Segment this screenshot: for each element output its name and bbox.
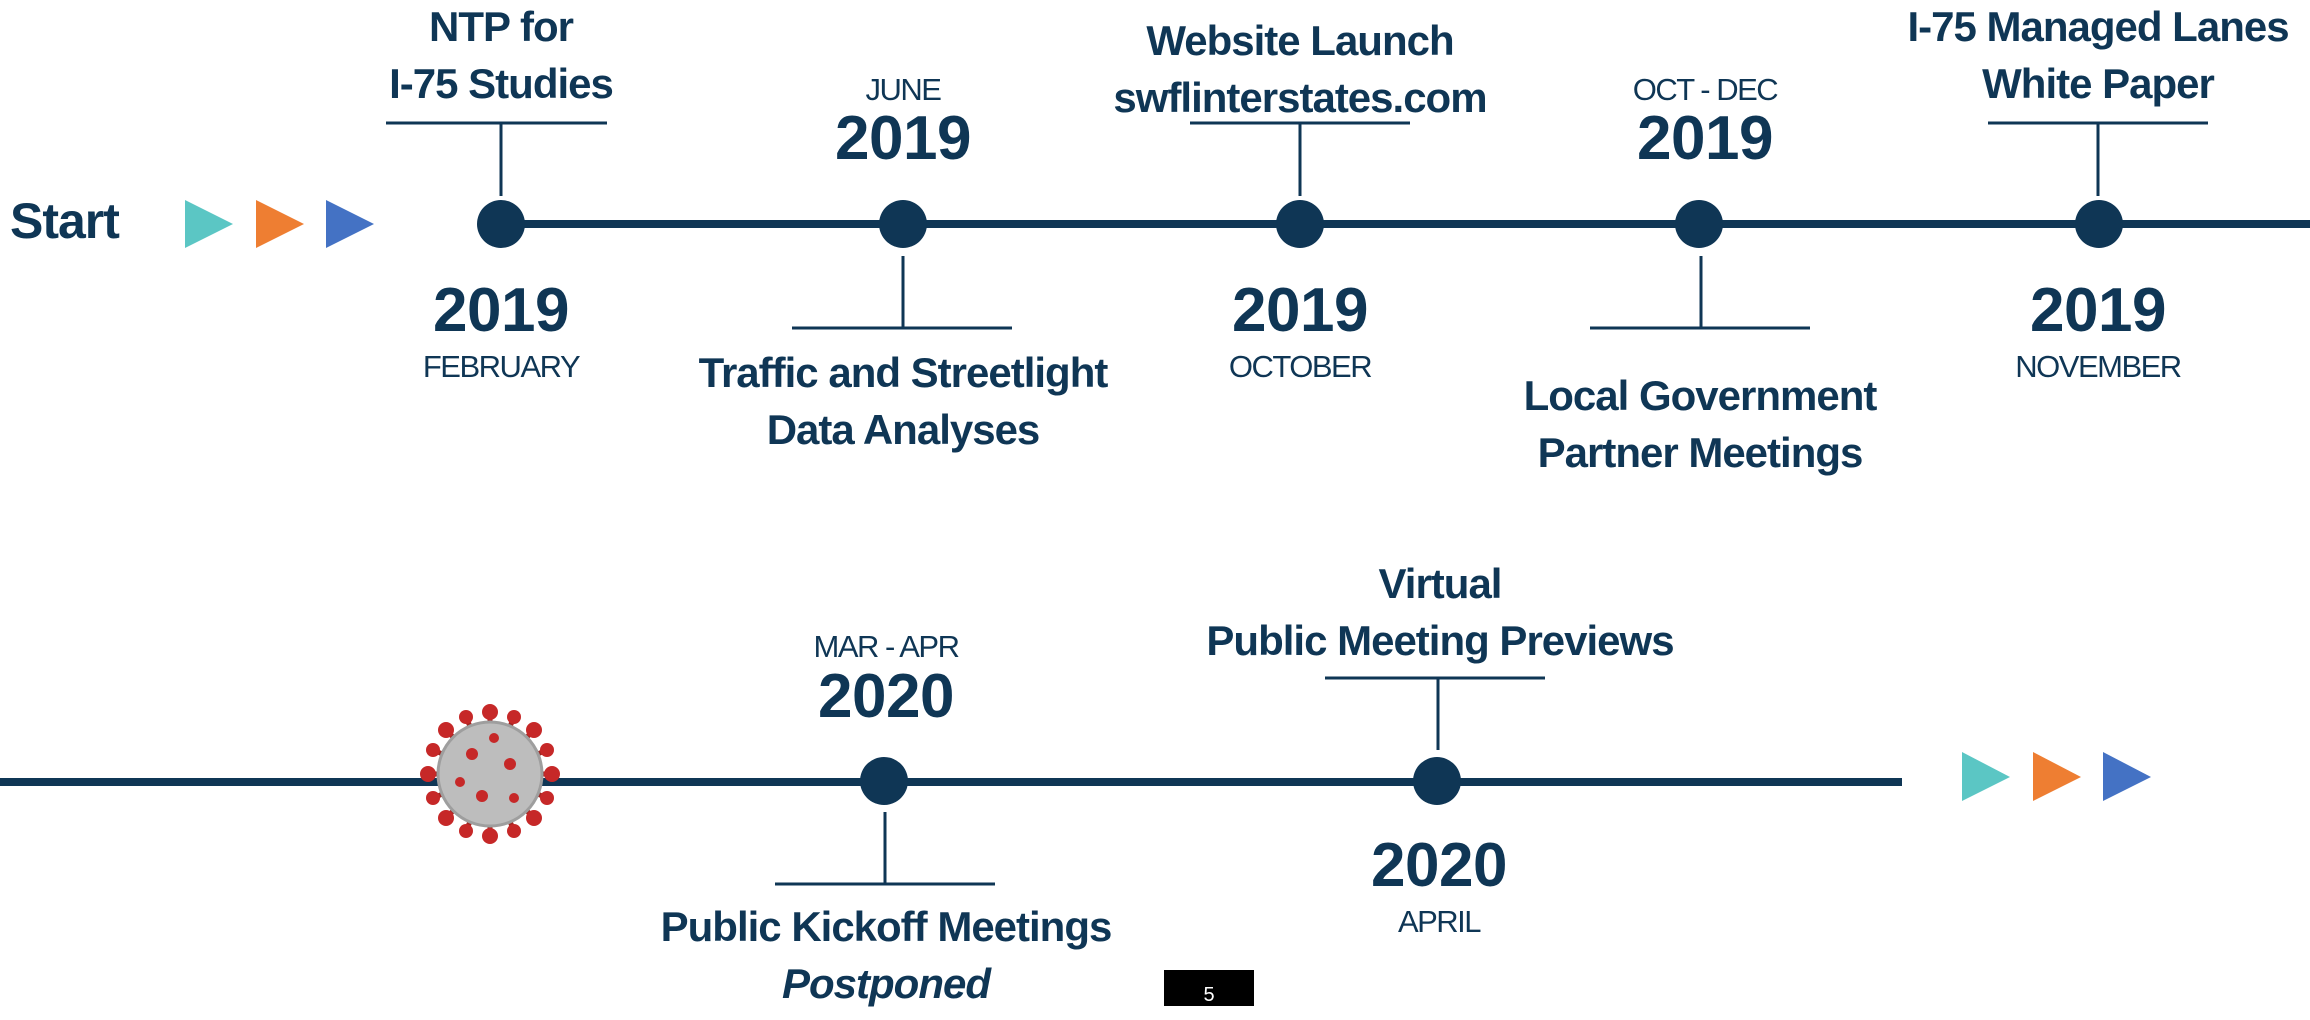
milestone-website-title-line1: Website Launch bbox=[1146, 17, 1454, 64]
milestone-kickoff-title: Public Kickoff Meetings bbox=[660, 903, 1113, 950]
milestone-website-month: OCTOBER bbox=[1228, 349, 1373, 384]
arrow-teal-icon bbox=[185, 200, 233, 248]
milestone-traffic-dot bbox=[879, 200, 927, 248]
milestone-virtual-dot bbox=[1413, 757, 1461, 805]
milestone-traffic-title-line2: Data Analyses bbox=[766, 406, 1041, 453]
milestone-ntp-title-line1: NTP for bbox=[429, 3, 574, 50]
milestone-local-title: Local Government Partner Meetings bbox=[1450, 367, 1950, 481]
milestone-ntp-year: 2019 bbox=[433, 276, 569, 345]
milestone-managed-year: 2019 bbox=[2030, 276, 2166, 345]
milestone-ntp-title-line2: I-75 Studies bbox=[389, 60, 614, 107]
milestone-local-title-line2: Partner Meetings bbox=[1537, 429, 1864, 476]
milestone-traffic-month: JUNE bbox=[865, 72, 942, 107]
coronavirus-icon bbox=[420, 704, 560, 844]
milestone-managed-title-line1: I-75 Managed Lanes bbox=[1907, 3, 2289, 50]
milestone-website-year: 2019 bbox=[1232, 276, 1368, 345]
milestone-kickoff-month: MAR - APR bbox=[813, 629, 960, 664]
milestone-local-month: OCT - DEC bbox=[1632, 72, 1779, 107]
milestone-ntp-title: NTP for I-75 Studies bbox=[351, 0, 651, 112]
milestone-ntp-dot bbox=[477, 200, 525, 248]
milestone-virtual-year: 2020 bbox=[1371, 831, 1507, 900]
arrow-orange-icon bbox=[256, 200, 304, 248]
milestone-managed-dot bbox=[2075, 200, 2123, 248]
arrow-blue-icon bbox=[2103, 752, 2151, 801]
milestone-virtual-title-line2: Public Meeting Previews bbox=[1206, 617, 1674, 664]
arrow-teal-icon bbox=[1962, 752, 2010, 801]
milestone-virtual-month: APRIL bbox=[1397, 904, 1482, 939]
milestone-virtual-title: Virtual Public Meeting Previews bbox=[1190, 555, 1690, 669]
milestone-kickoff-status: Postponed bbox=[782, 960, 991, 1007]
milestone-virtual-title-line1: Virtual bbox=[1378, 560, 1503, 607]
milestone-local-title-line1: Local Government bbox=[1523, 372, 1878, 419]
milestone-website-dot bbox=[1276, 200, 1324, 248]
milestone-traffic-title-line1: Traffic and Streetlight bbox=[698, 349, 1109, 396]
milestone-ntp-month: FEBRUARY bbox=[422, 349, 581, 384]
page-number: 5 bbox=[1164, 970, 1254, 1006]
milestone-local-year: 2019 bbox=[1637, 104, 1773, 173]
start-label: Start bbox=[10, 193, 120, 249]
milestone-kickoff-dot bbox=[860, 757, 908, 805]
milestone-traffic-title: Traffic and Streetlight Data Analyses bbox=[653, 344, 1153, 458]
milestone-website-title: Website Launch swflinterstates.com bbox=[1050, 12, 1550, 126]
milestone-managed-title-line2: White Paper bbox=[1982, 60, 2215, 107]
milestone-local-dot bbox=[1675, 200, 1723, 248]
arrow-blue-icon bbox=[326, 200, 374, 248]
milestone-traffic-year: 2019 bbox=[835, 104, 971, 173]
milestone-managed-title: I-75 Managed Lanes White Paper bbox=[1848, 0, 2310, 112]
milestone-managed-month: NOVEMBER bbox=[2015, 349, 2182, 384]
arrow-orange-icon bbox=[2033, 752, 2081, 801]
milestone-kickoff-year: 2020 bbox=[818, 662, 954, 731]
milestone-website-title-line2: swflinterstates.com bbox=[1113, 74, 1487, 121]
